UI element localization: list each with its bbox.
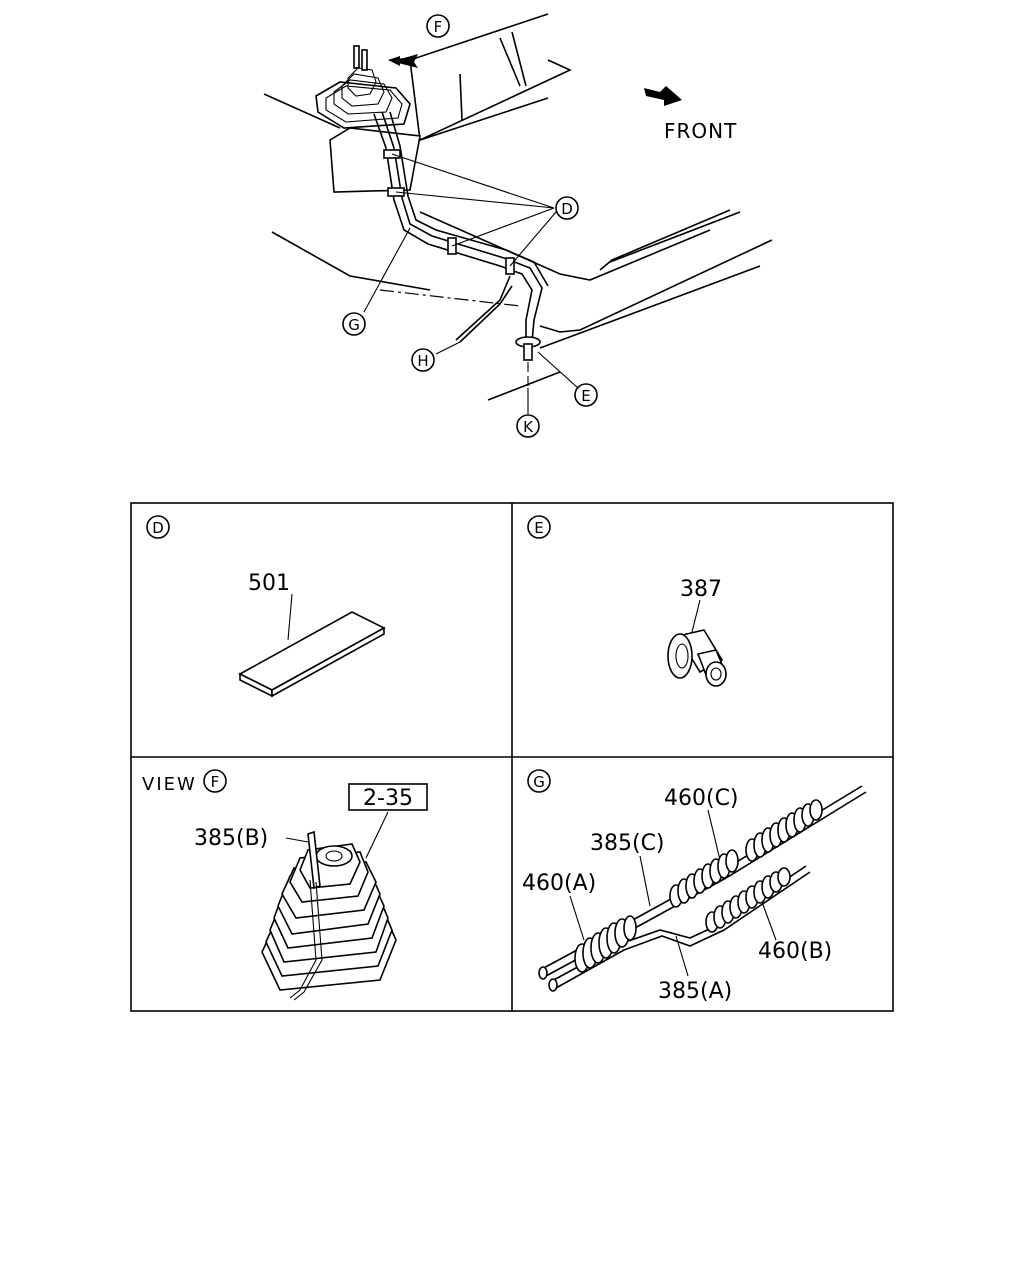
svg-text:E: E [534,519,543,537]
panel-view-f: VIEW F 2-35 385(B) [142,769,428,1001]
bellows-460b [705,867,791,933]
svg-text:G: G [533,773,545,791]
bellows-460a [574,915,637,973]
shift-boot-overview [315,45,421,193]
callout-k: K [516,414,540,438]
front-label: FRONT [664,119,737,143]
part-385a-label: 385(A) [658,979,732,1004]
svg-text:K: K [523,418,534,436]
callout-f: F [426,14,450,38]
svg-text:H: H [417,352,428,370]
svg-text:E: E [581,387,590,405]
callout-d: D [555,196,579,220]
bellows-460c-upper [745,799,823,862]
panel-g-callout: G [527,769,551,793]
view-prefix: VIEW [142,774,197,795]
part-460c-label: 460(C) [664,786,739,811]
svg-text:D: D [561,200,573,218]
panel-f-callout: F [203,769,227,793]
overview-illustration: FRONT [263,13,773,438]
part-501-pad [238,611,386,698]
hose-assembly-overview [373,111,549,386]
part-387-grommet [667,629,728,687]
ref-box-2-35: 2-35 [348,783,428,811]
svg-text:F: F [211,773,220,791]
svg-text:D: D [152,519,164,537]
panel-e-callout: E [527,515,551,539]
callout-h: H [411,348,435,372]
detail-panels-grid [130,502,894,1012]
panel-d: D 501 [146,515,386,698]
hose-set-detail [538,785,867,992]
part-385c-label: 385(C) [590,831,665,856]
svg-text:F: F [434,18,443,36]
bellows-460c-lower [669,849,739,908]
part-387-label: 387 [680,577,722,602]
part-460b-label: 460(B) [758,939,832,964]
callout-g: G [342,312,366,336]
shift-boot-detail [261,830,397,1001]
part-460a-label: 460(A) [522,871,596,896]
panel-d-callout: D [146,515,170,539]
vehicle-body-outline [263,13,773,401]
panel-g: G 460(C) 385(C) 460(A) 460(B) 385(A) [522,769,867,1004]
panel-e: E 387 [527,515,728,687]
svg-text:2-35: 2-35 [363,786,413,811]
overview-leaders [363,153,579,414]
part-501-label: 501 [248,571,290,596]
view-f-arrow [388,54,418,68]
callout-e: E [574,383,598,407]
svg-text:G: G [348,316,360,334]
part-385b-label: 385(B) [194,826,268,851]
front-arrow [644,86,682,106]
